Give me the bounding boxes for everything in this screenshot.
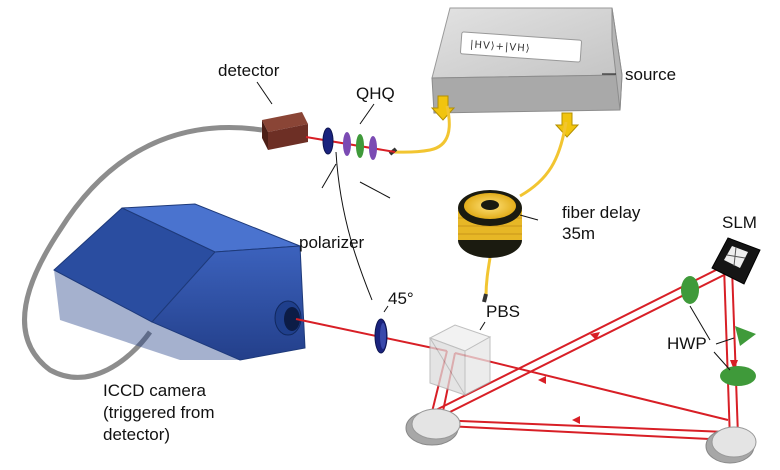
label-fiber-delay-length: 35m xyxy=(562,224,596,243)
qhq-half-wave-plate xyxy=(356,134,364,158)
detector-box xyxy=(262,112,308,150)
beam-mirror-left-to-slm-a xyxy=(431,265,725,413)
beam-slm-to-mirror-right-b xyxy=(731,267,739,437)
hwp-plate-3 xyxy=(720,366,756,386)
leader-lines xyxy=(256,73,735,371)
label-source: source xyxy=(625,65,677,84)
mirror-left xyxy=(405,408,461,446)
label-pbs: PBS xyxy=(486,302,521,321)
source-state-text: |HV⟩+|VH⟩ xyxy=(470,39,531,54)
qhq-quarter-wave-plate-2 xyxy=(369,136,377,160)
mirror-right xyxy=(705,426,757,464)
fiber-connector-pbs xyxy=(482,293,488,303)
slm-device xyxy=(711,237,761,285)
label-polarizer: polarizer xyxy=(299,233,365,252)
label-camera-line3: detector) xyxy=(103,425,171,444)
label-fiber-delay: fiber delay xyxy=(562,203,641,222)
fiber-source-to-qhq xyxy=(393,105,451,154)
label-hwp: HWP xyxy=(667,334,707,353)
qhq-quarter-wave-plate-1 xyxy=(343,132,351,156)
beam-slm-to-mirror-right-a xyxy=(723,265,731,441)
source-box: |HV⟩+|VH⟩ xyxy=(430,7,623,138)
hwp-plate-2 xyxy=(735,326,756,346)
beam-mirror-left-to-mirror-right-a xyxy=(435,419,727,433)
trigger-cable xyxy=(22,125,263,380)
beam-arrow-1-icon xyxy=(572,416,580,424)
label-slm: SLM xyxy=(722,213,757,232)
beam-arrow-4-icon xyxy=(730,360,738,370)
label-qhq: QHQ xyxy=(356,84,395,103)
hwp-plate-1 xyxy=(681,276,699,304)
polarizer-qhq-side xyxy=(322,127,334,155)
beam-arrow-3-icon xyxy=(538,376,546,384)
fiber-delay-to-pbs xyxy=(484,257,492,297)
label-camera-line2: (triggered from xyxy=(103,403,215,422)
pbs-cube xyxy=(428,324,492,396)
beam-camera-pbs xyxy=(295,318,448,352)
source-state-label-plate xyxy=(460,31,582,63)
beam-pbs-to-mirror-right xyxy=(454,352,729,421)
label-detector: detector xyxy=(218,61,280,80)
iccd-camera xyxy=(53,203,306,361)
label-45-degrees: 45° xyxy=(388,289,414,308)
fiber-source-to-delay xyxy=(519,121,568,198)
beam-arrow-2-icon xyxy=(590,332,600,340)
beam-mirror-left-to-mirror-right-b xyxy=(445,425,731,441)
label-camera-line1: ICCD camera xyxy=(103,381,206,400)
fiber-delay-spool xyxy=(458,190,522,258)
